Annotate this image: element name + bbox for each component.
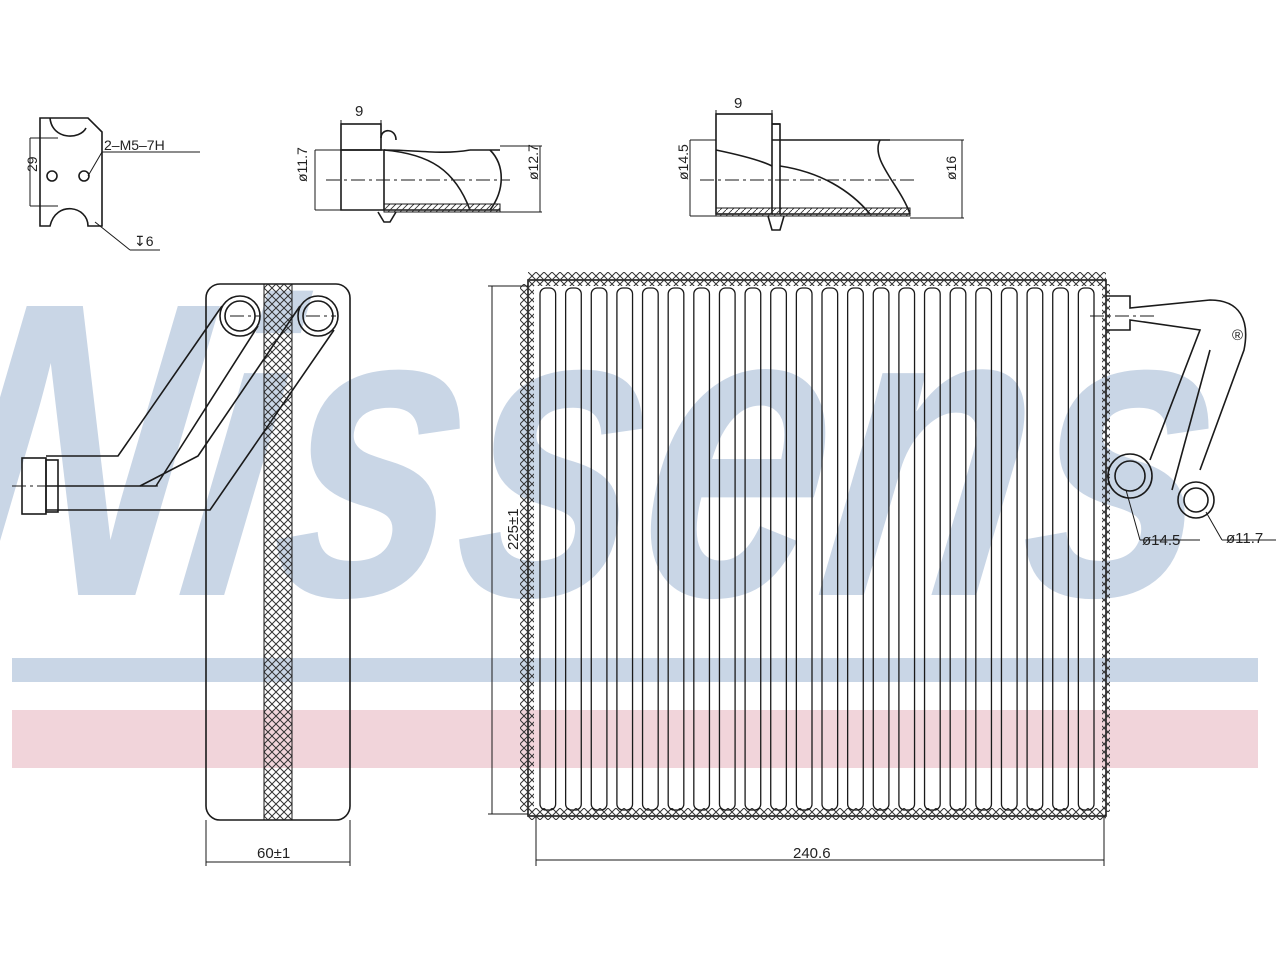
- core-tube: [795, 287, 813, 811]
- fitting-large-outer-dia-label: ø16: [943, 156, 959, 180]
- core-left-hatch: [520, 284, 534, 812]
- core-tube: [975, 287, 993, 811]
- front-view: ø14.5 ø11.7 225±1 240.6: [488, 272, 1276, 866]
- core-tube: [564, 287, 582, 811]
- core-tube: [667, 287, 685, 811]
- core-tubes: [539, 287, 1095, 811]
- watermark-red-stripe: [12, 710, 1258, 768]
- core-top-hatch: [528, 272, 1106, 286]
- core-tube: [898, 287, 916, 811]
- core-tube: [718, 287, 736, 811]
- core-tube: [616, 287, 634, 811]
- watermark-text: Nissens: [0, 216, 1250, 685]
- core-bottom-hatch: [528, 808, 1106, 820]
- core-tube: [872, 287, 890, 811]
- core-tube: [1077, 287, 1095, 811]
- core-tube: [1000, 287, 1018, 811]
- flange-height-label: 29: [24, 156, 40, 172]
- fitting-small-outer-dia-label: ø12.7: [525, 144, 541, 180]
- port-large: [1107, 453, 1153, 499]
- port-large-dia-label: ø14.5: [1142, 532, 1180, 549]
- flange-thread-label: 2–M5–7H: [104, 137, 165, 153]
- flange-detail: 2–M5–7H 29 ↧6: [24, 117, 200, 251]
- side-view: 60±1: [12, 283, 351, 866]
- watermark-blue-stripe: [12, 658, 1258, 682]
- fitting-small-length-label: 9: [355, 103, 363, 120]
- core-tube: [1052, 287, 1070, 811]
- core-tube: [949, 287, 967, 811]
- flange-depth-label: ↧6: [134, 233, 154, 249]
- brand-watermark: Nissens ®: [0, 216, 1258, 768]
- fitting-large-length-label: 9: [734, 95, 742, 112]
- core-tube: [770, 287, 788, 811]
- port-small-dia-label: ø11.7: [1226, 530, 1263, 547]
- core-tube: [821, 287, 839, 811]
- fitting-small-inner-dia-label: ø11.7: [294, 147, 310, 182]
- core-tube: [846, 287, 864, 811]
- flange-hole-1: [46, 170, 58, 182]
- registered-mark: ®: [1232, 327, 1243, 344]
- core-tube: [539, 287, 557, 811]
- core-tube: [923, 287, 941, 811]
- core-width-label: 240.6: [793, 845, 831, 862]
- core-tube: [590, 287, 608, 811]
- fitting-large-detail: 9 ø14.5 ø16: [675, 95, 964, 231]
- flange-hole-2: [78, 170, 90, 182]
- port-small: [1177, 481, 1215, 519]
- side-view-hatched-core: [263, 283, 293, 821]
- fitting-small-detail: 9 ø11.7 ø12.7: [294, 103, 542, 223]
- core-right-hatch: [1102, 284, 1110, 812]
- fitting-large-inner-dia-label: ø14.5: [675, 144, 691, 180]
- core-tube: [744, 287, 762, 811]
- core-tube: [693, 287, 711, 811]
- core-tube: [1026, 287, 1044, 811]
- core-height-label: 225±1: [505, 508, 522, 550]
- side-width-label: 60±1: [257, 845, 290, 862]
- core-tube: [641, 287, 659, 811]
